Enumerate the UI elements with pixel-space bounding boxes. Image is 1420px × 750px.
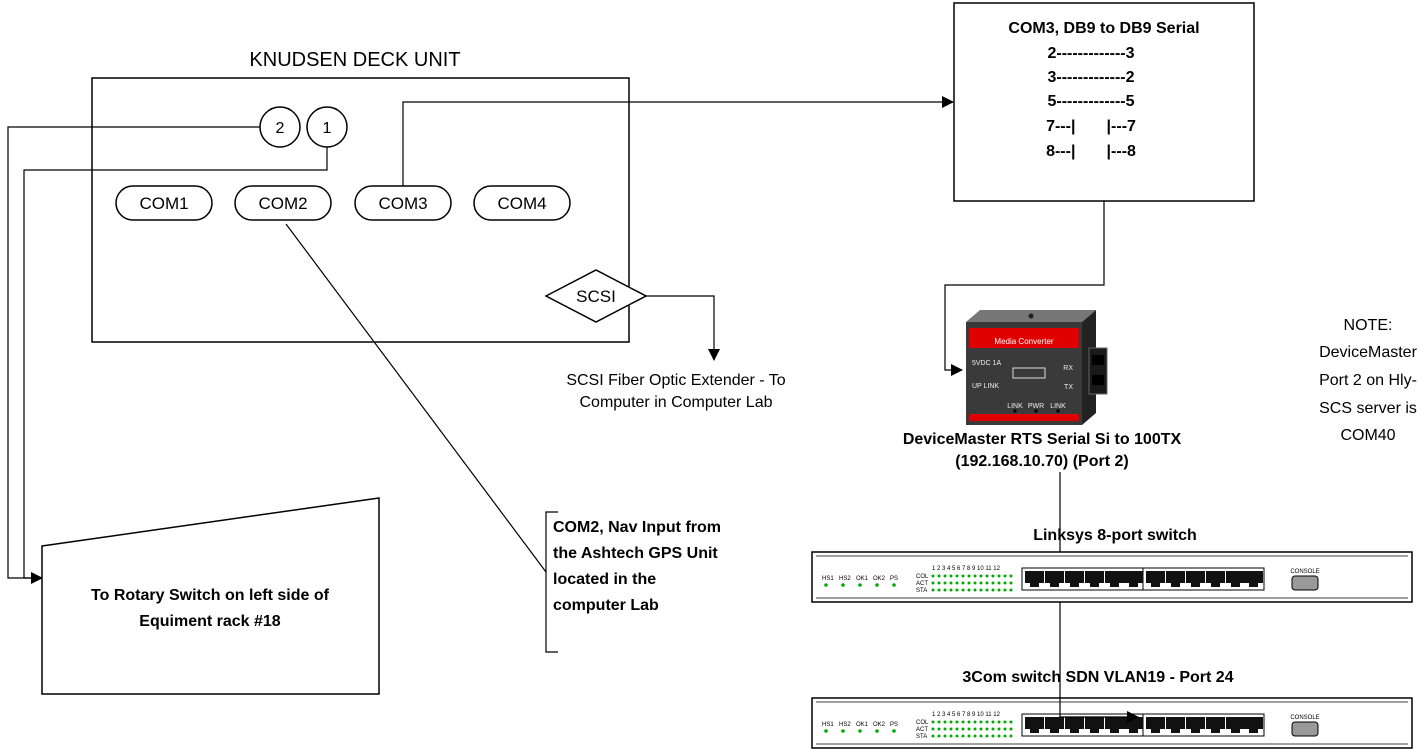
com2-port bbox=[234, 185, 332, 221]
com1-port bbox=[115, 185, 213, 221]
device-name: Media Converter bbox=[994, 337, 1053, 346]
switch2-title: 3Com switch SDN VLAN19 - Port 24 bbox=[962, 669, 1233, 686]
switch2-console-label: CONSOLE bbox=[1290, 715, 1319, 721]
switch-row-label: COL bbox=[916, 574, 929, 580]
com3-serial-title: COM3, DB9 to DB9 Serial bbox=[1008, 20, 1199, 37]
switch-row-label: STA bbox=[916, 588, 927, 594]
device-led-link2: LINK bbox=[1050, 403, 1066, 410]
switch-led-label: PS bbox=[890, 576, 898, 582]
switch1-console-port bbox=[1291, 575, 1319, 591]
switch-row-label: ACT bbox=[916, 581, 928, 587]
switch-row-label: ACT bbox=[916, 727, 928, 733]
cable-to-port-24-arrow bbox=[1059, 698, 1139, 723]
com2-note-line: the Ashtech GPS Unit bbox=[553, 545, 718, 562]
com4-label: COM4 bbox=[497, 194, 546, 213]
switch-led-label: OK1 bbox=[856, 722, 869, 728]
switch-led-label: OK2 bbox=[873, 722, 886, 728]
switch-led-label: PS bbox=[890, 722, 898, 728]
switch1-ethernet-ports bbox=[1021, 567, 1265, 591]
switch2-console-port bbox=[1291, 721, 1319, 737]
note-line: NOTE: bbox=[1344, 317, 1393, 334]
switch-led-label: OK2 bbox=[873, 576, 886, 582]
com2-note-line: located in the bbox=[553, 571, 656, 588]
port1-to-rotary-line bbox=[23, 147, 328, 579]
com2-to-note-line bbox=[285, 223, 547, 573]
device-uplink: UP LINK bbox=[972, 383, 999, 390]
com3-label: COM3 bbox=[378, 194, 427, 213]
com2-note-line: COM2, Nav Input from bbox=[553, 519, 721, 536]
switch1-status-leds: HS1 HS2 OK1 OK2 PS bbox=[822, 576, 898, 587]
note-line: DeviceMaster bbox=[1319, 344, 1417, 361]
switch-led-label: HS1 bbox=[822, 576, 834, 582]
scsi-label: SCSI bbox=[576, 287, 616, 306]
switch-led-label: HS2 bbox=[839, 576, 851, 582]
device-power: 5VDC 1A bbox=[972, 360, 1002, 367]
device-caption-1: DeviceMaster RTS Serial Si to 100TX bbox=[903, 431, 1182, 448]
switch-led-label: OK1 bbox=[856, 576, 869, 582]
deck-unit-title: KNUDSEN DECK UNIT bbox=[249, 49, 460, 71]
scsi-to-extender-line bbox=[646, 295, 720, 361]
switch-row-label: COL bbox=[916, 720, 929, 726]
scsi-extender-line1: SCSI Fiber Optic Extender - To bbox=[566, 372, 785, 389]
com3-serial-box bbox=[953, 2, 1255, 202]
switch1-console-label: CONSOLE bbox=[1290, 569, 1319, 575]
switch1-title: Linksys 8-port switch bbox=[1033, 527, 1197, 544]
switch-led-label: HS1 bbox=[822, 722, 834, 728]
switch2-ethernet-ports bbox=[1021, 713, 1265, 737]
switch1-port-leds bbox=[931, 574, 1013, 592]
rotary-line-2: Equiment rack #18 bbox=[139, 613, 281, 630]
serial-pin-line: 2-------------3 bbox=[1047, 45, 1134, 62]
port-1-label: 1 bbox=[323, 120, 332, 137]
switch-port-numbers: 1 2 3 4 5 6 7 8 9 10 11 12 bbox=[932, 712, 1001, 718]
serial-pin-line: 7---| |---7 bbox=[1046, 118, 1136, 135]
switch-port-numbers: 1 2 3 4 5 6 7 8 9 10 11 12 bbox=[932, 566, 1001, 572]
com2-note-bracket bbox=[545, 511, 558, 653]
device-led-link1: LINK bbox=[1007, 403, 1023, 410]
com4-port bbox=[473, 185, 571, 221]
device-caption-2: (192.168.10.70) (Port 2) bbox=[955, 453, 1128, 470]
serial-pin-line: 5-------------5 bbox=[1047, 93, 1134, 110]
port-2-label: 2 bbox=[276, 120, 285, 137]
rotary-switch-box bbox=[41, 497, 380, 695]
rotary-line-1: To Rotary Switch on left side of bbox=[91, 587, 330, 604]
switch2-status-leds: HS1 HS2 OK1 OK2 PS bbox=[822, 722, 898, 733]
com1-label: COM1 bbox=[139, 194, 188, 213]
com2-note-line: computer Lab bbox=[553, 597, 659, 614]
note-line: SCS server is bbox=[1319, 400, 1417, 417]
device-rx: RX bbox=[1063, 365, 1073, 372]
device-tx: TX bbox=[1064, 384, 1073, 391]
serial-pin-line: 3-------------2 bbox=[1047, 69, 1134, 86]
serial-to-device-line bbox=[944, 201, 1105, 376]
switch-led-label: HS2 bbox=[839, 722, 851, 728]
devicemaster-device bbox=[966, 310, 1108, 425]
com2-label: COM2 bbox=[258, 194, 307, 213]
note-line: Port 2 on Hly- bbox=[1319, 372, 1417, 389]
scsi-extender-line2: Computer in Computer Lab bbox=[580, 394, 773, 411]
device-led-pwr: PWR bbox=[1028, 403, 1044, 410]
switch-row-label: STA bbox=[916, 734, 927, 740]
note-line: COM40 bbox=[1340, 427, 1395, 444]
com3-to-serial-line bbox=[402, 96, 954, 186]
serial-pin-line: 8---| |---8 bbox=[1046, 143, 1136, 160]
